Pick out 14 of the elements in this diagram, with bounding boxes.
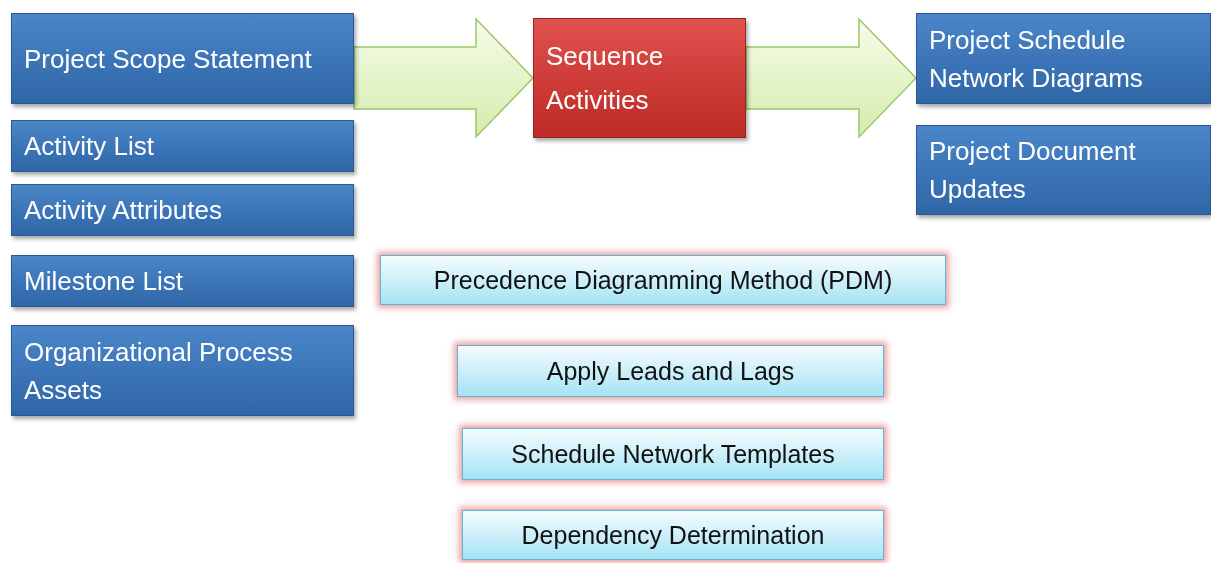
output-box: Project Document Updates [916,125,1211,215]
technique-box: Schedule Network Templates [462,428,884,480]
process-box: Sequence Activities [533,18,746,138]
technique-box: Apply Leads and Lags [457,345,884,397]
input-box: Project Scope Statement [11,13,354,104]
block-arrow [353,17,535,139]
block-arrow [745,17,918,139]
input-box: Activity Attributes [11,184,354,236]
technique-box: Dependency Determination [462,510,884,560]
input-box: Activity List [11,120,354,172]
output-box: Project Schedule Network Diagrams [916,13,1211,104]
technique-box: Precedence Diagramming Method (PDM) [380,255,946,305]
input-box: Organizational Process Assets [11,325,354,416]
input-box: Milestone List [11,255,354,307]
